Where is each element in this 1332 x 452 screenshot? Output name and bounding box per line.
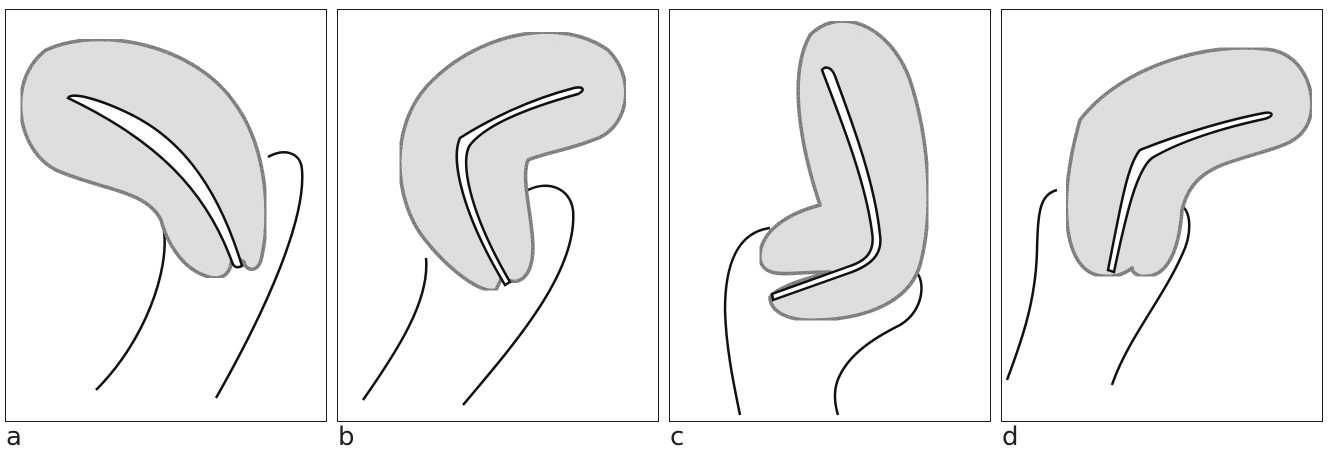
- panel-c: [669, 9, 991, 422]
- cervix-vagina-outline: [363, 258, 426, 400]
- panel-d: [1001, 9, 1323, 422]
- panel-label-d: d: [1002, 424, 1019, 450]
- cervix-vagina-outline: [1007, 190, 1057, 380]
- panel-label-c: c: [670, 424, 684, 450]
- uterus-diagram-b: [338, 10, 659, 422]
- uterine-body: [1066, 48, 1311, 277]
- panel-a: [5, 9, 327, 422]
- uterus-diagram-d: [1002, 10, 1323, 422]
- panel-label-a: a: [6, 424, 22, 450]
- uterus-diagram-a: [6, 10, 327, 422]
- panel-label-b: b: [338, 424, 355, 450]
- uterine-body: [400, 32, 626, 290]
- panel-b: [337, 9, 659, 422]
- cervix-vagina-outline: [96, 231, 165, 390]
- uterus-diagram-c: [670, 10, 991, 422]
